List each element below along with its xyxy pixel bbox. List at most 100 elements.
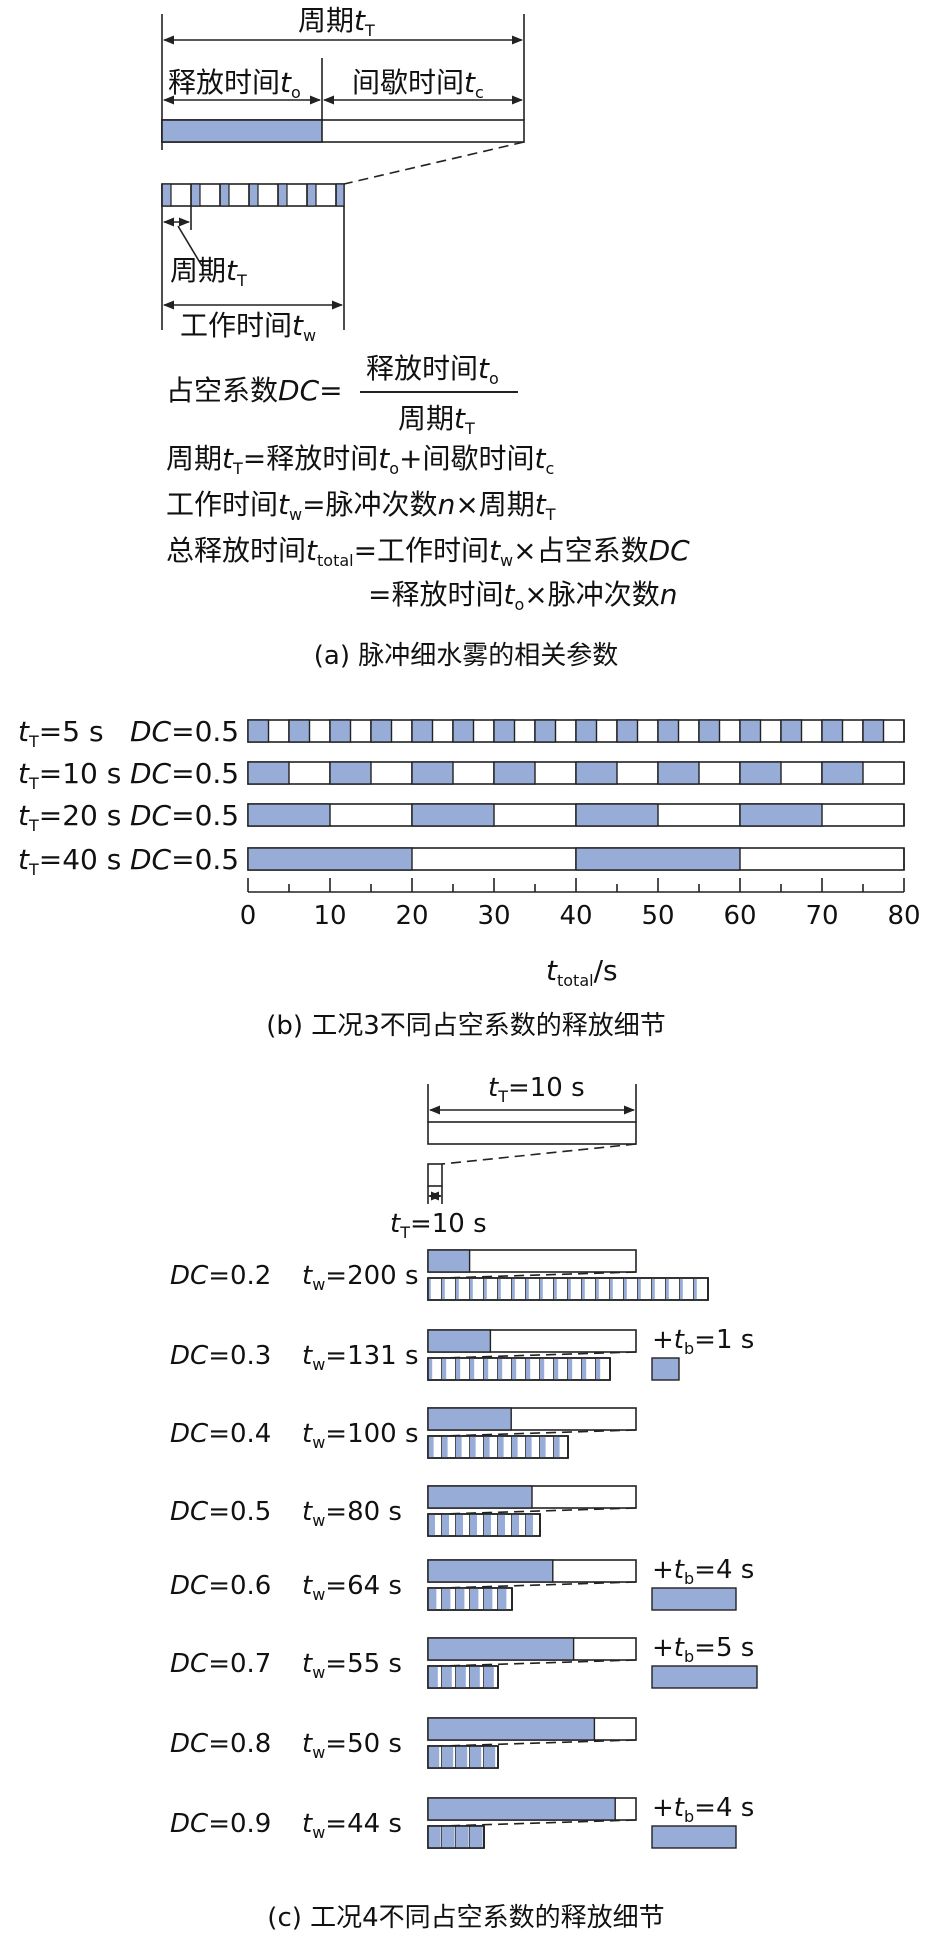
panel-c-extra-label-8: +tb=4 s [652, 1793, 754, 1826]
panel-c-pulse-release [582, 1278, 585, 1300]
working-time-label: 工作时间tw [180, 309, 316, 345]
panel-c-pulse-release [470, 1436, 476, 1458]
panel-c-dc-label-3: DC=0.4 [170, 1419, 271, 1449]
panel-c-pulse-release [470, 1514, 477, 1536]
panel-c-pulse-release [540, 1278, 543, 1300]
panel-c-pulse-train-frame [427, 1435, 569, 1459]
panel-b-axis-label: ttotal/s [546, 954, 618, 990]
panel-c-pulse-release [428, 1358, 433, 1380]
panel-c-pulse-release [428, 1278, 431, 1300]
interval-time-label: 间歇时间tc [352, 66, 484, 102]
panel-c-dc-label-1: DC=0.2 [170, 1261, 271, 1291]
panel-c-pulse-release [456, 1278, 459, 1300]
equation-total-release-time: 总释放时间ttotal=工作时间tw×占空系数DC [166, 534, 690, 570]
panel-c-pulse-release [428, 1588, 437, 1610]
panel-b-release-pulse [657, 719, 680, 743]
panel-c-pulse-train-frame [427, 1665, 499, 1689]
panel-c-pulse-release [498, 1278, 501, 1300]
panel-c-pulse-release [428, 1826, 441, 1848]
panel-c-zoom-line [441, 1429, 637, 1437]
panel-b-release-pulse [739, 803, 823, 827]
panel-c-pulse-release [596, 1278, 599, 1300]
panel-c-pulse-release [554, 1278, 557, 1300]
panel-c-tw-label-6: tw=55 s [302, 1649, 402, 1682]
panel-b-tick-label: 70 [805, 901, 838, 931]
panel-c-pulse-release [456, 1666, 466, 1688]
panel-c-zoom-line [441, 1507, 637, 1515]
period-label: 周期tT [298, 4, 375, 40]
panel-b-release-pulse [821, 719, 844, 743]
panel-c-extra-label-6: +tb=5 s [652, 1633, 754, 1666]
panel-c-pulse-release [456, 1826, 469, 1848]
panel-c-pulse-release [498, 1436, 504, 1458]
panel-b-caption: (b) 工况3不同占空系数的释放细节 [266, 1011, 666, 1041]
panel-c-pulse-release [456, 1588, 465, 1610]
pulse-release-segment [190, 183, 201, 207]
pulse-release-segment [161, 183, 172, 207]
panel-c-pulse-release [568, 1278, 571, 1300]
panel-c-zoom-line [441, 1819, 637, 1827]
panel-c-release-portion [427, 1637, 575, 1661]
pulse-release-segment [306, 183, 317, 207]
release-segment [161, 119, 323, 143]
panel-c-pulse-release [666, 1278, 669, 1300]
release-time-label: 释放时间to [168, 66, 301, 102]
panel-b-tick-label: 10 [313, 901, 346, 931]
panel-a: 周期tT 释放时间to 间歇时间tc 周期tT 工作时间tw 占空系数DC= 释… [161, 4, 690, 671]
panel-c-period-bar [427, 1121, 637, 1145]
panel-c-pulse-train-frame [427, 1513, 541, 1537]
panel-b-release-pulse [698, 719, 721, 743]
panel-b-period-label-3: tT=20 s [18, 799, 121, 835]
panel-c-tw-label-4: tw=80 s [302, 1497, 402, 1530]
panel-c-pulse-release [428, 1436, 434, 1458]
panel-c-pulse-release [484, 1746, 496, 1768]
panel-c-dc-label-7: DC=0.8 [170, 1729, 271, 1759]
panel-b-release-pulse [411, 803, 495, 827]
panel-b-release-pulse [739, 719, 762, 743]
panel-b-release-pulse [288, 719, 311, 743]
panel-c-pulse-release [428, 1514, 435, 1536]
panel-c-zoom-line [441, 1739, 637, 1747]
equation-working-time: 工作时间tw=脉冲次数n×周期tT [166, 488, 556, 524]
panel-c-pulse-release [442, 1746, 454, 1768]
panel-b-release-pulse [657, 761, 700, 785]
panel-c-pulse-release [442, 1588, 451, 1610]
panel-c-pulse-release [456, 1358, 461, 1380]
panel-b-release-pulse [247, 803, 331, 827]
panel-c-pulse-train-frame [427, 1825, 485, 1849]
panel-b-release-pulse [370, 719, 393, 743]
panel-c-pulse-release [442, 1436, 448, 1458]
panel-c-extra-release-bar [651, 1357, 680, 1381]
panel-c-pulse-release [512, 1514, 519, 1536]
panel-b-release-pulse [493, 761, 536, 785]
panel-b-dc-label-1: DC=0.5 [130, 715, 239, 748]
panel-b-tick-label: 50 [641, 901, 674, 931]
zoom-line [343, 141, 525, 185]
panel-b-release-pulse [534, 719, 557, 743]
pulse-train [161, 183, 345, 207]
panel-c-pulse-release [694, 1278, 697, 1300]
panel-c-pulse-release [610, 1278, 613, 1300]
panel-c-dc-label-4: DC=0.5 [170, 1497, 271, 1527]
panel-c-pulse-release [498, 1514, 505, 1536]
panel-c-pulse-release [512, 1278, 515, 1300]
panel-c-tw-label-1: tw=200 s [302, 1261, 419, 1294]
panel-c-pulse-release [456, 1436, 462, 1458]
panel-c-release-portion [427, 1797, 616, 1821]
panel-b-dc-label-4: DC=0.5 [130, 843, 239, 876]
panel-b-release-pulse [739, 761, 782, 785]
panel-b-release-pulse [575, 761, 618, 785]
panel-b-release-pulse [862, 719, 885, 743]
panel-b-period-label-1: tT=5 s [18, 715, 104, 751]
panel-c-single-period-box [427, 1163, 443, 1187]
panel-c-extra-label-2: +tb=1 s [652, 1325, 754, 1358]
panel-c-tw-label-8: tw=44 s [302, 1809, 402, 1842]
panel-c-pulse-release [624, 1278, 627, 1300]
panel-c-release-portion [427, 1485, 533, 1509]
panel-b-dc-label-3: DC=0.5 [130, 799, 239, 832]
panel-c-release-portion [427, 1717, 596, 1741]
panel-c-extra-release-bar [651, 1825, 737, 1849]
